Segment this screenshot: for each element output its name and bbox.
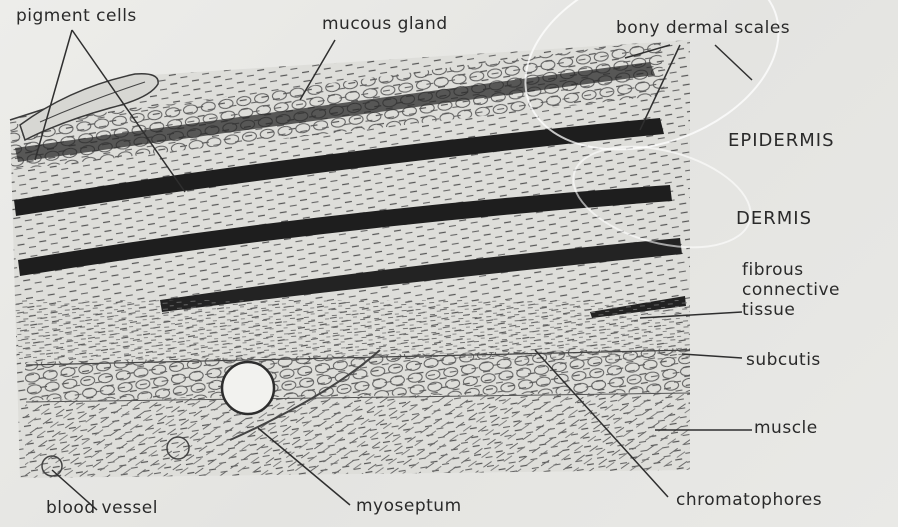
label-myoseptum: myoseptum	[356, 496, 462, 516]
label-chromatophores: chromatophores	[676, 490, 822, 510]
label-epidermis: EPIDERMIS	[728, 130, 835, 151]
label-pigment-cells: pigment cells	[16, 6, 137, 26]
blood-vessel-circle	[222, 362, 274, 414]
label-subcutis: subcutis	[746, 350, 821, 370]
label-dermis: DERMIS	[736, 208, 812, 229]
label-bony-dermal-scales: bony dermal scales	[616, 18, 790, 38]
label-blood-vessel: blood vessel	[46, 498, 158, 518]
label-muscle: muscle	[754, 418, 818, 438]
label-mucous-gland: mucous gland	[322, 14, 448, 34]
muscle-layer	[25, 392, 690, 478]
label-fibrous-connective-tissue: fibrous connective tissue	[742, 260, 840, 320]
